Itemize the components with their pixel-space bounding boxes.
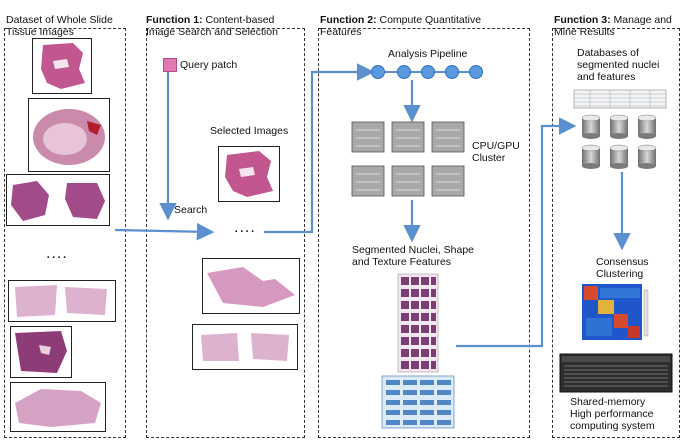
segmented-features-label: Segmented Nuclei, Shape and Texture Feat… xyxy=(352,244,474,268)
flow-arrows xyxy=(114,63,631,348)
query-patch-label: Query patch xyxy=(180,59,238,71)
cluster-label: CPU/GPU Cluster xyxy=(472,140,520,164)
panel-title-function-1: Function 1: Content-based Image Search a… xyxy=(146,14,278,38)
slide-thumbnail xyxy=(28,98,110,172)
panel-title-function-3: Function 3: Manage and Mine Results xyxy=(554,14,672,38)
consensus-clustering-label: Consensus Clustering xyxy=(596,256,649,280)
segmented-nuclei-grid xyxy=(397,273,439,373)
panel-box-function-3 xyxy=(552,28,680,438)
dataset-ellipsis: .... xyxy=(46,245,68,262)
selected-images-label: Selected Images xyxy=(210,125,289,137)
cpu-gpu-cluster xyxy=(351,121,465,197)
feature-table xyxy=(381,375,455,429)
slide-thumbnail xyxy=(10,382,106,432)
hpc-system-label: Shared-memory High performance computing… xyxy=(570,396,655,432)
database-table-thumbnail xyxy=(573,89,667,109)
panel-title-function-2: Function 2: Compute Quantitative Feature… xyxy=(320,14,482,38)
databases-label: Databases of segmented nuclei and featur… xyxy=(577,47,660,83)
analysis-pipeline-nodes xyxy=(371,65,483,79)
panel-box-dataset xyxy=(4,28,126,438)
slide-thumbnail xyxy=(32,38,92,94)
selected-image-thumbnail xyxy=(218,146,280,202)
slide-thumbnail xyxy=(8,280,116,322)
database-cylinders xyxy=(581,114,657,169)
slide-thumbnail xyxy=(6,174,110,226)
selection-ellipsis: .... xyxy=(234,219,256,236)
consensus-clustering-heatmap xyxy=(582,284,649,340)
hpc-server-rack xyxy=(559,353,673,393)
analysis-pipeline-label: Analysis Pipeline xyxy=(388,48,468,60)
panel-box-function-2 xyxy=(318,28,530,438)
query-patch xyxy=(163,58,177,72)
selected-image-thumbnail xyxy=(202,258,300,314)
search-label: Search xyxy=(174,204,208,216)
selected-image-thumbnail xyxy=(192,324,298,370)
slide-thumbnail xyxy=(10,326,72,378)
panel-title-dataset: Dataset of Whole Slide Tissue Images xyxy=(6,14,113,38)
